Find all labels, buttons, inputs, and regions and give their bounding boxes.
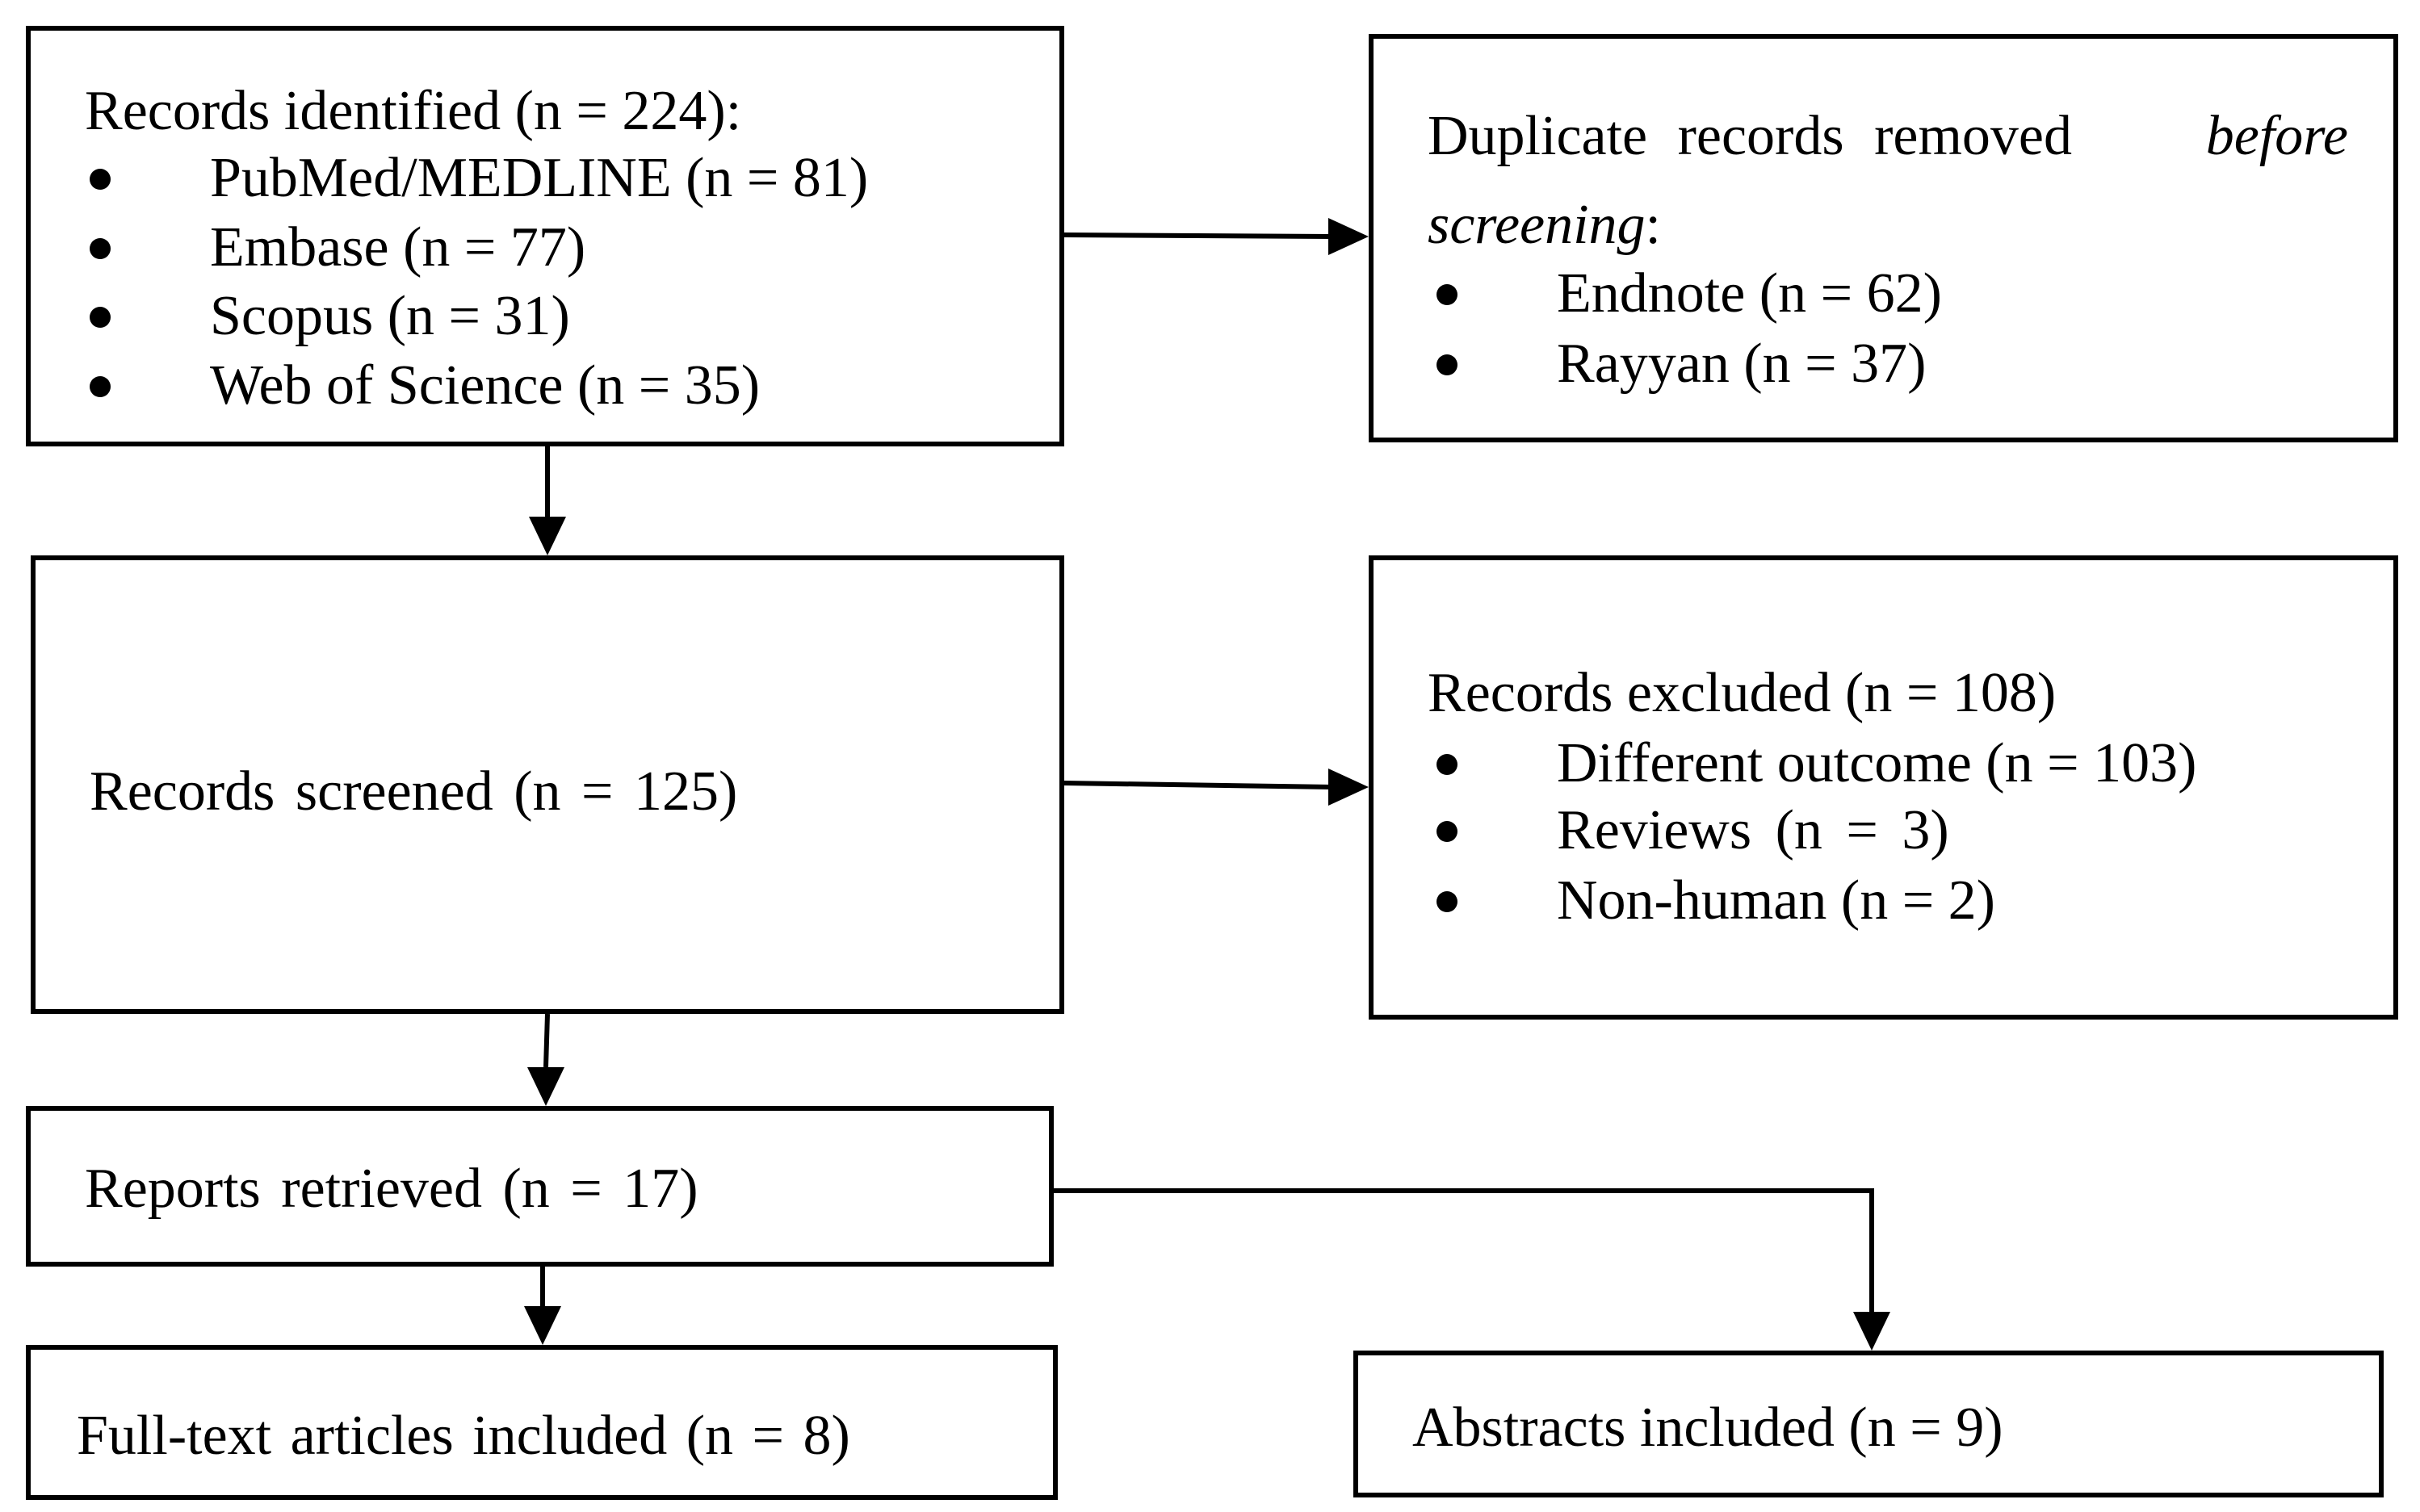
abstracts-included-box: Abstracts included (n = 9) — [1353, 1351, 2384, 1497]
records-identified-box: Records identified (n = 224): PubMed/MED… — [26, 26, 1064, 446]
bullet-icon — [1436, 891, 1457, 912]
duplicates-title-line1: Duplicate records removed before — [1428, 108, 2348, 165]
bullet-icon — [90, 238, 111, 259]
duplicates-removed-box: Duplicate records removed before screeni… — [1369, 34, 2398, 442]
dedup-rayyan: Rayyan (n = 37) — [1557, 333, 1927, 395]
source-web-of-science: Web of Science (n = 35) — [210, 354, 761, 417]
duplicates-title-italic-before: before — [2205, 105, 2348, 167]
bullet-icon — [1436, 284, 1457, 305]
arrow-identified-to-screened — [529, 446, 566, 555]
arrow-retrieved-to-abstracts — [1054, 1188, 1890, 1351]
excluded-non-human: Non-human (n = 2) — [1557, 869, 1995, 932]
bullet-icon — [90, 307, 111, 328]
bullet-icon — [1436, 754, 1457, 775]
records-excluded-title: Records excluded (n = 108) — [1428, 662, 2057, 724]
excluded-reviews: Reviews (n = 3) — [1557, 799, 1949, 861]
records-screened-label: Records screened (n = 125) — [90, 760, 738, 823]
source-scopus: Scopus (n = 31) — [210, 285, 570, 347]
duplicates-title-suffix: : — [1645, 194, 1661, 256]
duplicates-title-italic-screening: screening — [1428, 194, 1646, 256]
duplicates-title-line2: screening: — [1428, 197, 1661, 253]
arrow-screened-to-excluded — [1063, 769, 1369, 806]
fulltext-included-box: Full-text articles included (n = 8) — [26, 1345, 1058, 1500]
bullet-icon — [1436, 821, 1457, 842]
bullet-icon — [90, 376, 111, 397]
arrow-retrieved-to-fulltext — [524, 1267, 561, 1345]
reports-retrieved-label: Reports retrieved (n = 17) — [85, 1158, 698, 1220]
source-embase: Embase (n = 77) — [210, 216, 586, 279]
bullet-icon — [90, 169, 111, 190]
arrow-identified-to-duplicates — [1063, 218, 1369, 255]
abstracts-included-label: Abstracts included (n = 9) — [1412, 1397, 2003, 1459]
dedup-endnote: Endnote (n = 62) — [1557, 262, 1942, 325]
duplicates-title-prefix: Duplicate records removed — [1428, 105, 2073, 167]
reports-retrieved-box: Reports retrieved (n = 17) — [26, 1106, 1054, 1267]
records-excluded-box: Records excluded (n = 108) Different out… — [1369, 555, 2398, 1020]
records-identified-title: Records identified (n = 224): — [85, 80, 742, 142]
bullet-icon — [1436, 354, 1457, 375]
fulltext-included-label: Full-text articles included (n = 8) — [77, 1405, 850, 1467]
source-pubmed: PubMed/MEDLINE (n = 81) — [210, 147, 869, 209]
records-screened-box: Records screened (n = 125) — [31, 555, 1064, 1014]
arrow-screened-to-retrieved — [527, 1013, 564, 1106]
excluded-different-outcome: Different outcome (n = 103) — [1557, 732, 2197, 794]
